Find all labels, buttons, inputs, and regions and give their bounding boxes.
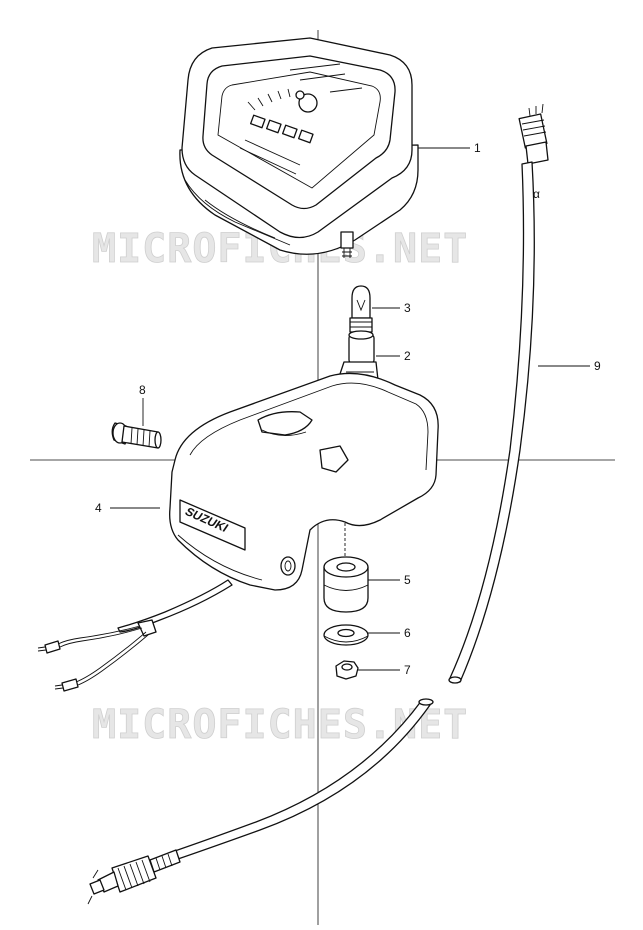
meter-case: SUZUKI xyxy=(37,372,439,692)
callout-7: 7 xyxy=(358,663,411,677)
cable-alpha-mark: α xyxy=(533,187,540,201)
callout-label-5: 5 xyxy=(404,573,411,587)
callout-4: 4 xyxy=(95,501,160,515)
callout-label-6: 6 xyxy=(404,626,411,640)
callout-5: 5 xyxy=(368,573,411,587)
callout-label-8: 8 xyxy=(139,383,146,397)
callout-2: 2 xyxy=(376,349,411,363)
callout-label-1: 1 xyxy=(474,141,481,155)
speedometer-cable: α xyxy=(448,103,549,684)
washer xyxy=(323,624,369,646)
callout-3: 3 xyxy=(372,301,411,315)
callout-1: 1 xyxy=(418,141,481,155)
callout-label-4: 4 xyxy=(95,501,102,515)
speedometer-assembly xyxy=(179,37,419,258)
cushion xyxy=(323,523,369,613)
bulb xyxy=(349,285,373,333)
callout-label-7: 7 xyxy=(404,663,411,677)
nut xyxy=(335,660,359,680)
callout-label-9: 9 xyxy=(594,359,601,373)
callout-label-3: 3 xyxy=(404,301,411,315)
lower-drive-cable xyxy=(87,698,434,905)
bolt xyxy=(111,422,162,449)
callout-8: 8 xyxy=(139,383,146,426)
callout-6: 6 xyxy=(368,626,411,640)
callout-9: 9 xyxy=(538,359,601,373)
callout-label-2: 2 xyxy=(404,349,411,363)
